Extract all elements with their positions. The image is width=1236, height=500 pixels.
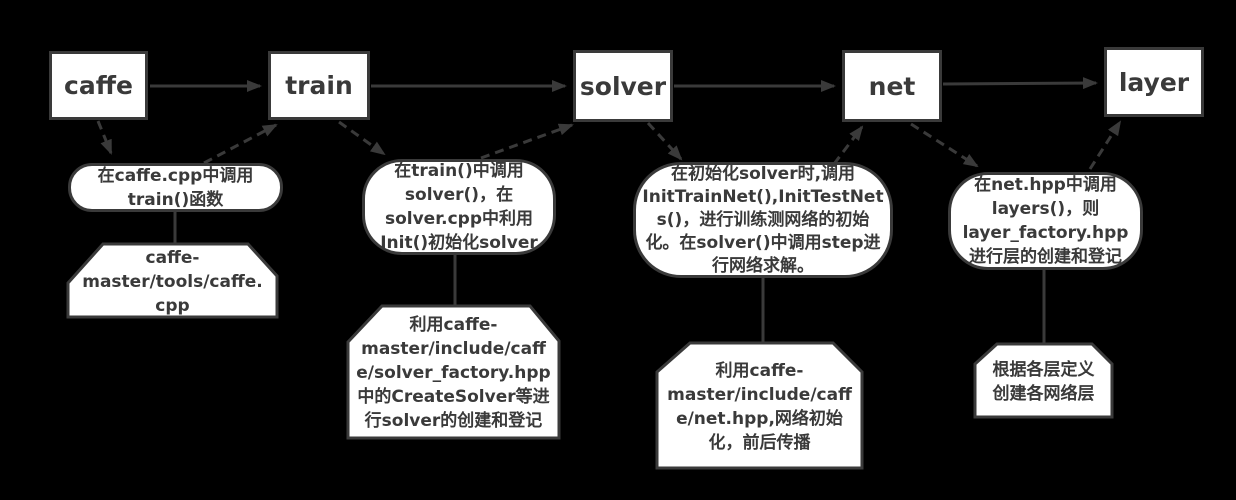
arrow-net-to-layer bbox=[942, 77, 1098, 90]
node-caffe-label: caffe bbox=[64, 71, 133, 100]
annotation-net-layers: 在net.hpp中调用 layers()，则 layer_factory.hpp… bbox=[948, 172, 1143, 270]
node-train: train bbox=[268, 51, 370, 120]
annotation-caffe-cpp: 在caffe.cpp中调用 train()函数 bbox=[68, 163, 283, 212]
document-shape-net-hpp bbox=[655, 341, 864, 470]
arrow-annotation2-to-solver bbox=[480, 123, 574, 160]
arrow-train-to-annotation2 bbox=[338, 120, 386, 156]
document-solver-factory-path: 利用caffe- master/include/caff e/solver_fa… bbox=[348, 308, 559, 438]
annotation-train-solver: 在train()中调用 solver()，在 solver.cpp中利用 Ini… bbox=[362, 159, 556, 255]
document-net-hpp-path-text: 利用caffe- master/include/caff e/net.hpp,网… bbox=[667, 360, 852, 453]
node-net: net bbox=[842, 50, 942, 122]
node-layer-label: layer bbox=[1118, 67, 1190, 97]
annotation-net-layers-text: 在net.hpp中调用 layers()，则 layer_factory.hpp… bbox=[962, 175, 1129, 267]
document-caffe-cpp-path: caffe- master/tools/caffe. cpp bbox=[68, 246, 277, 317]
document-shape-caffe-cpp bbox=[66, 242, 279, 319]
document-layer-create-text-box: 根据各层定义 创建各网络层 bbox=[975, 346, 1112, 417]
arrow-solver-to-annotation3 bbox=[646, 121, 683, 161]
annotation-solver-init: 在初始化solver时,调用 InitTrainNet(),InitTestNe… bbox=[633, 162, 893, 278]
annotation-caffe-cpp-text: 在caffe.cpp中调用 train()函数 bbox=[97, 165, 254, 210]
document-shape-solver-factory bbox=[346, 304, 561, 440]
document-net-hpp-path: 利用caffe- master/include/caff e/net.hpp,网… bbox=[657, 345, 862, 468]
node-solver: solver bbox=[573, 50, 673, 122]
arrow-annotation1-to-train bbox=[203, 123, 278, 165]
node-solver-label: solver bbox=[579, 71, 667, 101]
annotation-solver-init-text: 在初始化solver时,调用 InitTrainNet(),InitTestNe… bbox=[642, 163, 884, 276]
arrow-annotation4-to-layer bbox=[1088, 120, 1122, 170]
arrow-net-to-annotation4 bbox=[910, 122, 979, 168]
node-layer: layer bbox=[1104, 47, 1204, 117]
document-caffe-cpp-path-text: caffe- master/tools/caffe. cpp bbox=[82, 247, 263, 316]
document-shape-layer-create bbox=[973, 342, 1114, 419]
annotation-train-solver-text: 在train()中调用 solver()，在 solver.cpp中利用 Ini… bbox=[380, 161, 538, 253]
arrow-annotation3-to-net bbox=[832, 125, 864, 165]
node-caffe: caffe bbox=[49, 51, 148, 120]
document-layer-create-text: 根据各层定义 创建各网络层 bbox=[992, 359, 1095, 404]
node-net-label: net bbox=[868, 71, 916, 101]
document-solver-factory-path-text: 利用caffe- master/include/caff e/solver_fa… bbox=[356, 315, 551, 431]
arrow-caffe-to-annotation1 bbox=[96, 120, 113, 155]
node-train-label: train bbox=[285, 71, 353, 100]
